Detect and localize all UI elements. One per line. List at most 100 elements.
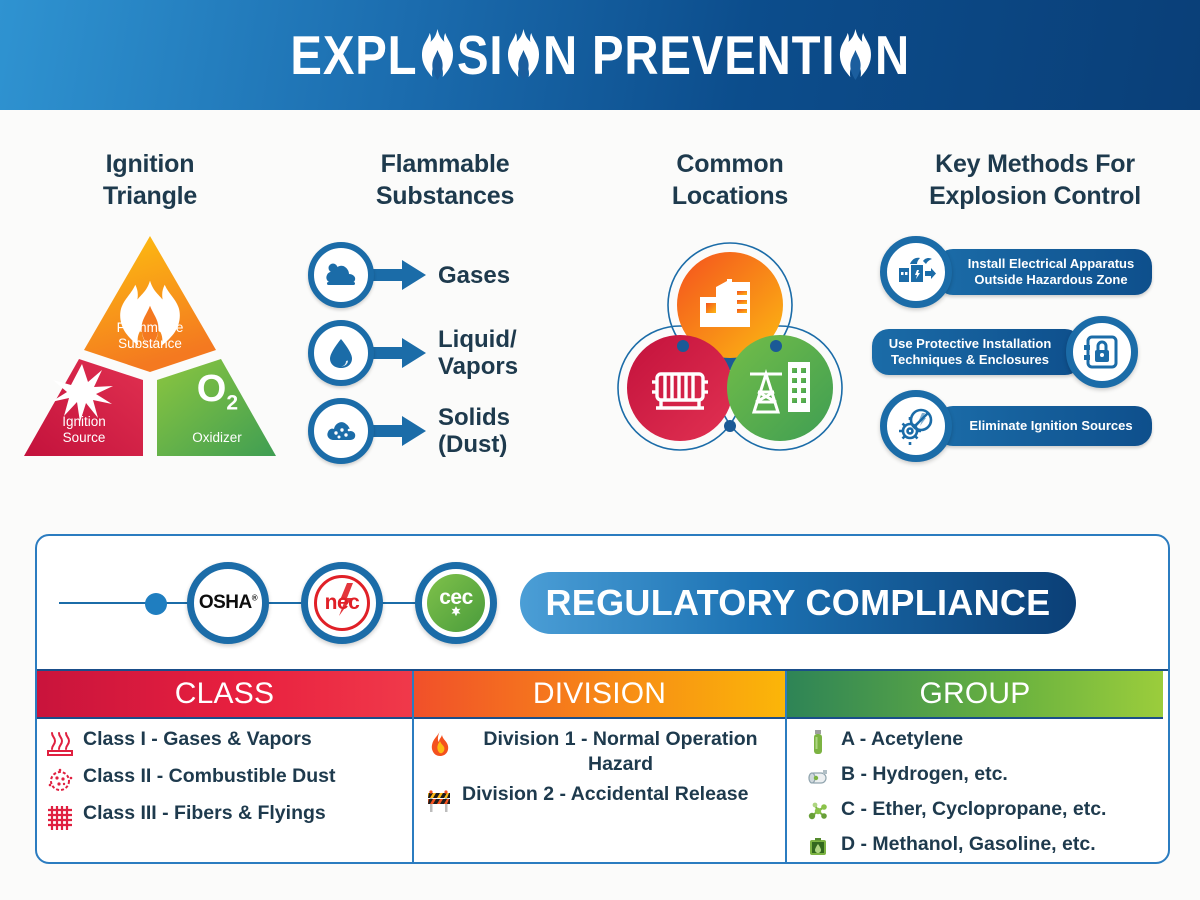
table-cell-text: D - Methanol, Gasoline, etc. [841, 833, 1096, 855]
table-row: Class I - Gases & Vapors [45, 727, 406, 759]
column-heading: Flammable Substances [300, 148, 590, 212]
key-methods-list: Install Electrical Apparatus Outside Haz… [870, 230, 1200, 462]
table-header-class: CLASS [37, 671, 412, 719]
column-heading-line2: Locations [671, 182, 789, 210]
triangle-label-line2: Substance [118, 336, 182, 351]
table-row: B - Hydrogen, etc. [805, 762, 1157, 790]
method-item-protective-installation[interactable]: Use Protective Installation Techniques &… [872, 316, 1138, 388]
osha-logo[interactable]: OSHA® [187, 562, 269, 644]
method-item-install-electrical-apparatus[interactable]: Install Electrical Apparatus Outside Haz… [880, 236, 1152, 308]
nec-logo-circle: nec [314, 575, 370, 631]
column-heading-line2: Triangle [102, 182, 198, 210]
ignition-triangle-diagram: Flammable Substance Ignition Source O2 O… [20, 232, 280, 462]
o2-label: O2 [196, 368, 238, 415]
table-row: D - Methanol, Gasoline, etc. [805, 832, 1157, 860]
column-heading-line1: Common [676, 150, 784, 178]
heat-waves-icon [45, 729, 75, 759]
flammable-substance-list: Gases Liquid/ Vapors [300, 236, 590, 470]
regulatory-compliance-panel: OSHA® nec cec [35, 534, 1170, 864]
method-label-line2: Techniques & Enclosures [891, 352, 1049, 367]
flame-icon [424, 729, 454, 759]
table-row: A - Acetylene [805, 727, 1157, 755]
cec-logo[interactable]: cec [415, 562, 497, 644]
factory-power-icon [880, 236, 952, 308]
table-row: Division 1 - Normal Operation Hazard [424, 727, 779, 777]
droplet-icon [308, 320, 374, 386]
regulatory-compliance-title: REGULATORY COMPLIANCE [520, 572, 1076, 634]
lock-enclosure-icon [1066, 316, 1138, 388]
page-title: EXPL SI N PREVENTI N [290, 23, 910, 87]
table-cell-text: A - Acetylene [841, 728, 964, 750]
barricade-icon [424, 784, 454, 814]
molecule-icon [805, 799, 831, 825]
table-body-division: Division 1 - Normal Operation Hazard [414, 719, 785, 814]
method-label-line2: Outside Hazardous Zone [974, 272, 1128, 287]
page-title-part-2: SI [456, 24, 504, 86]
column-heading-line1: Key Methods For [935, 150, 1135, 178]
list-item: Solids (Dust) [308, 392, 590, 470]
method-item-eliminate-ignition-sources[interactable]: Eliminate Ignition Sources [880, 390, 1152, 462]
triangle-label-oxidizer: Oxidizer [162, 430, 272, 446]
main-columns: Ignition Triangle [0, 110, 1200, 520]
table-column-group: GROUP A - Acetylene [787, 671, 1163, 862]
cloud-icon [308, 242, 374, 308]
page-title-part-3: N PREVENTI [542, 24, 836, 86]
common-locations-diagram [608, 230, 853, 460]
method-label-line1: Use Protective Installation [888, 336, 1052, 351]
list-item-label: Gases [438, 261, 511, 289]
table-row: Class II - Combustible Dust [45, 764, 406, 796]
triangle-label-ignition-source: Ignition Source [34, 414, 134, 446]
table-body-class: Class I - Gases & Vapors Class II - Comb… [37, 719, 412, 833]
method-label-line1: Eliminate Ignition Sources [969, 418, 1133, 433]
nec-logo[interactable]: nec [301, 562, 383, 644]
column-heading: Common Locations [590, 148, 870, 212]
nec-logo-inner: nec [311, 572, 373, 634]
method-label-line1: Install Electrical Apparatus [967, 256, 1135, 271]
column-heading-line2: Explosion Control [929, 182, 1141, 210]
triangle-label-line2: Source [62, 430, 106, 445]
table-header-group: GROUP [787, 671, 1163, 719]
triangle-label-line1: Flammable [116, 320, 184, 335]
column-heading-line1: Flammable [380, 150, 510, 178]
table-header-division: DIVISION [414, 671, 785, 719]
table-cell-text: Division 1 - Normal Operation Hazard [483, 728, 758, 775]
table-cell-text: Division 2 - Accidental Release [462, 783, 749, 805]
column-heading: Ignition Triangle [0, 148, 300, 212]
table-body-group: A - Acetylene B - Hydrogen, etc. [787, 719, 1163, 860]
cec-logo-inner: cec [425, 572, 487, 634]
flame-icon [417, 28, 457, 86]
page-header: EXPL SI N PREVENTI N [0, 0, 1200, 110]
list-item: Liquid/ Vapors [308, 314, 590, 392]
triangle-label-flammable: Flammable Substance [85, 320, 215, 352]
table-column-class: CLASS Class I - Gases & Vapors [37, 671, 412, 862]
list-item-label: Liquid/ Vapors [438, 326, 519, 380]
cec-logo-circle: cec [427, 574, 485, 632]
woven-fibers-icon [45, 803, 75, 833]
storage-tank-icon [805, 764, 831, 790]
table-column-division: DIVISION Division 1 - Normal Operation H… [412, 671, 787, 862]
table-cell-text: Class II - Combustible Dust [83, 765, 336, 787]
column-heading-line2: Substances [375, 182, 515, 210]
table-cell-text: Class I - Gases & Vapors [83, 728, 312, 750]
table-row: Division 2 - Accidental Release [424, 782, 779, 814]
flame-icon [503, 28, 543, 86]
column-flammable-substances: Flammable Substances Gases [300, 110, 590, 520]
arrow-right-icon [366, 336, 428, 370]
column-heading-line1: Ignition [105, 150, 195, 178]
column-ignition-triangle: Ignition Triangle [0, 110, 300, 520]
method-item-label: Eliminate Ignition Sources [936, 406, 1152, 446]
triangle-label-line1: Ignition [62, 414, 106, 429]
dust-particles-icon [45, 766, 75, 796]
page-title-part-1: EXPL [290, 24, 418, 86]
gas-cylinder-icon [805, 729, 831, 755]
table-cell-text: B - Hydrogen, etc. [841, 763, 1008, 785]
column-heading: Key Methods For Explosion Control [870, 148, 1200, 212]
list-item: Gases [308, 236, 590, 314]
page-title-part-4: N [874, 24, 910, 86]
column-key-methods: Key Methods For Explosion Control [870, 110, 1200, 520]
method-item-label: Install Electrical Apparatus Outside Haz… [936, 249, 1152, 295]
table-cell-text: C - Ether, Cyclopropane, etc. [841, 798, 1107, 820]
flame-icon [835, 28, 875, 86]
method-item-label: Use Protective Installation Techniques &… [872, 329, 1082, 375]
hazard-classification-table: CLASS Class I - Gases & Vapors [37, 669, 1168, 862]
